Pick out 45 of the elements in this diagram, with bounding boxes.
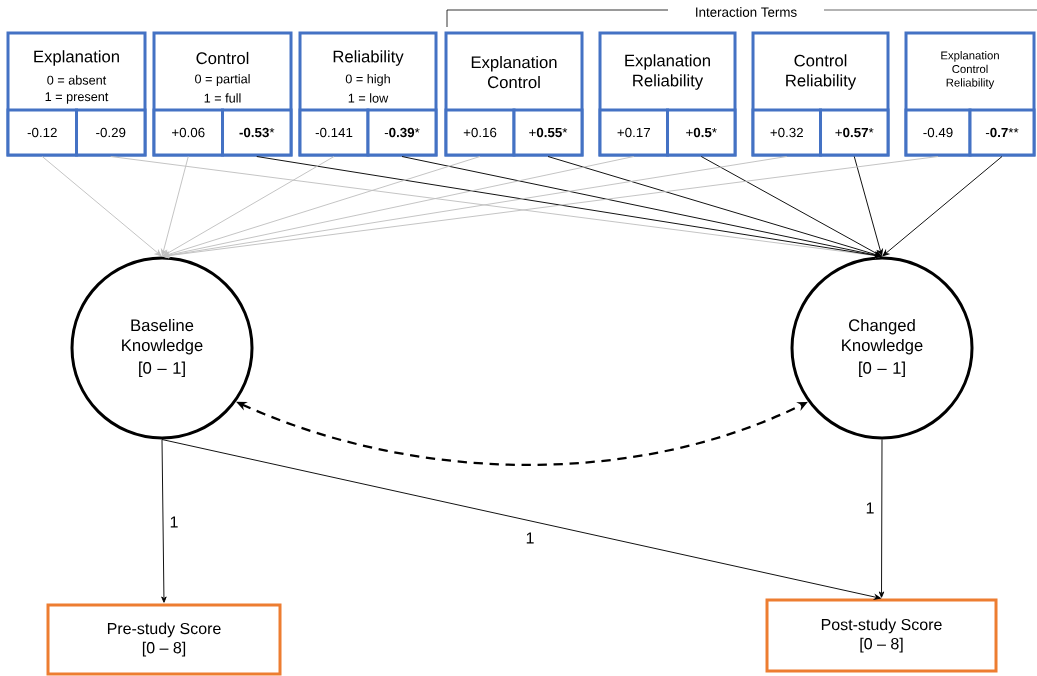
coding-text: 0 = partial: [195, 74, 250, 86]
coding-text: 0 = absent: [47, 75, 107, 85]
arrow: [882, 156, 1003, 257]
value-cell: +0.55*: [512, 108, 584, 157]
arrow: [256, 156, 882, 259]
edge-label: 1: [864, 501, 876, 515]
predictor-name: Reliability: [333, 50, 404, 66]
edge-label: 1: [524, 531, 536, 545]
group-label: Interaction Terms: [696, 7, 797, 17]
value-cell: -0.141: [298, 108, 370, 157]
arrow: [853, 156, 883, 256]
value-cell: -0.49: [904, 108, 972, 157]
value-cell: +0.5*: [666, 108, 737, 157]
arrow: [161, 439, 881, 600]
coding-text: 1 = full: [204, 93, 241, 103]
coding-text: 1 = present: [45, 92, 109, 104]
arrow: [161, 439, 167, 603]
arrow: [700, 156, 882, 257]
edge-label: 1: [168, 515, 180, 529]
arrow: [162, 156, 335, 257]
arrow: [547, 156, 882, 258]
arrow: [41, 156, 162, 257]
predictor-name: Control: [196, 51, 249, 65]
predictor-name: Explanation Control: [471, 55, 557, 89]
value-cell: -0.29: [75, 108, 147, 157]
value-cell: -0.7**: [968, 108, 1036, 157]
value-cell: +0.57*: [819, 108, 890, 157]
predictor-name: Control Reliability: [786, 54, 857, 90]
predictor-name: Explanation Reliability: [625, 54, 710, 90]
value-cell: -0.39*: [366, 108, 438, 157]
arrow: [161, 156, 189, 256]
coding-text: 0 = high: [345, 74, 390, 86]
predictor-name: Explanation Control Reliability: [941, 51, 999, 89]
score-box: Pre-study Score [0 – 8]: [46, 603, 282, 676]
value-cell: +0.32: [751, 108, 822, 157]
value-cell: +0.16: [444, 108, 516, 157]
value-cell: -0.12: [6, 108, 78, 157]
value-cell: +0.06: [152, 108, 224, 157]
value-cell: -0.53*: [221, 108, 293, 157]
predictor-name: Explanation: [34, 50, 119, 66]
arrow: [162, 156, 481, 258]
coding-text: 1 = low: [348, 93, 389, 103]
value-cell: +0.17: [598, 108, 669, 157]
arrow: [878, 439, 885, 598]
score-box: Post-study Score [0 – 8]: [765, 598, 998, 673]
